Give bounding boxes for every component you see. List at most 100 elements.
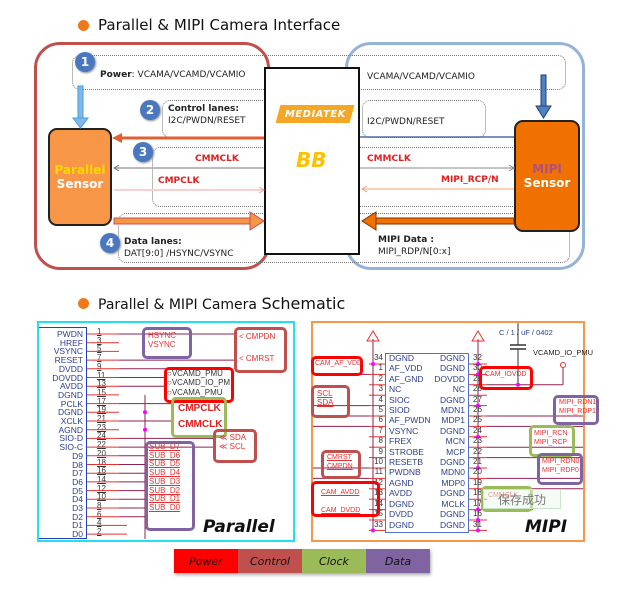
parallel-pin-name: D1 [72,520,83,531]
mipi-pin-number: 21 [473,457,482,467]
mipi-pin-name: MDN1 [440,405,465,416]
ground-symbol [366,330,380,342]
parallel-pin-number: 15 [97,387,106,397]
mipi-pin-name: RESETB [389,457,424,468]
step-3-badge: 3 [133,142,153,162]
mipi-pin-number: 8 [378,436,383,446]
mipi-pin-number: 3 [378,384,383,394]
parallel-pin-name: D8 [72,459,83,470]
parallel-pin-name: AVDD [60,381,83,392]
mipi-pin-number: 22 [473,446,482,456]
mipi-pin-name: MCP [446,446,465,457]
mipi-pin-number: 23 [473,436,482,446]
net-vsync: VSYNC [148,340,176,349]
mipi-pin-name: MDP0 [441,477,465,488]
junction-dot [476,466,480,470]
parallel-pin-number: 10 [97,492,106,502]
net-data-item: SUB_D4 [149,468,181,478]
net-data-item: SUB_D3 [149,476,181,486]
parallel-pin-number: 17 [97,396,106,406]
mipi-pin-name: MDP1 [441,415,465,426]
mipi-pin-name: AGND [389,477,414,488]
junction-dot [476,507,480,512]
step-2-badge: 2 [140,100,160,120]
parallel-pin-name: D0 [72,529,83,540]
net-i2c: ≪ SDA ≪ SCL [219,433,247,452]
power-port-icon [560,362,566,368]
mipi-pin-name: DGND [439,509,465,520]
mipi-pin-number: 27 [473,394,482,404]
parallel-pin-name: DGND [57,407,83,418]
schematic-heading: Parallel & MIPI Camera Schematic [78,294,345,313]
parallel-connector-body [39,327,87,539]
vcamd-io-pmu-label: VCAMD_IO_PMU [533,348,594,357]
parallel-pin-number: 8 [97,501,102,511]
parallel-pin-name: RESET [54,355,83,366]
parallel-pin-name: D6 [72,476,83,487]
parallel-pin-number: 1 [97,327,102,336]
mipi-pin-name: DVDD [389,509,414,520]
mipi-pin-name: DGND [439,519,465,530]
step-1-badge: 1 [75,52,95,72]
mipi-pin-name: NC [452,384,465,395]
junction-dot [476,403,480,408]
parallel-pin-number: 2 [97,527,102,537]
baseband-block [264,67,360,255]
net-cmpdn: < CMPDN [239,332,276,341]
mipi-pin-number: 5 [378,405,383,415]
mipi-pin-number: 24 [473,425,482,435]
net-mipi-control: CMRST CMPDN [327,454,353,471]
mipi-data1-group [553,395,599,425]
parallel-pin-number: 4 [97,518,102,528]
mipi-control-group [321,450,361,479]
legend-control: Control [238,549,302,573]
parallel-pin-name: DOVDD [52,372,83,383]
net-cmrst: < CMRST [239,354,275,363]
capacitor-label: C / 1 / uF / 0402 [499,328,553,337]
net-data-item: SUB_D2 [149,485,181,495]
net-data-item: SUB_D5 [149,459,181,469]
net-mipi-data0: MIPI_RDN0 MIPI_RDP0 [542,458,580,475]
parallel-pin-number: 18 [97,457,106,467]
parallel-pin-name: PCLK [60,398,83,409]
mipi-power-group [311,481,380,517]
mipi-pin-name: STROBE [389,446,424,457]
parallel-pin-number: 24 [97,431,106,441]
cam-iovdd-group [479,366,533,390]
parallel-pin-number: 3 [97,335,102,345]
legend-data: Data [366,549,430,573]
mipi-pin-number: 30 [473,363,482,373]
mipi-pin-name: DGND [389,519,415,530]
parallel-pin-number: 22 [97,440,106,450]
parallel-pin-name: XCLK [60,416,83,427]
mipi-pin-number: 25 [473,415,482,425]
parallel-pin-name: D9 [72,450,83,461]
mipi-pin-name: SIOC [389,394,410,405]
net-power-list: ○VCAMD_PMU ○VCAMD_IO_PM ○VCAMA_PMU [167,369,231,397]
cam-af-vdd-group [311,356,363,376]
save-success-toast: 保存成功 [483,489,561,509]
mipi-pin-number: 9 [378,446,383,456]
mipi-pin-name: MDN0 [440,467,465,478]
mipi-pin-number: 18 [473,488,482,498]
mipi-pin-name: DGND [389,498,415,509]
parallel-pin-number: 23 [97,422,106,432]
cmmclk-left-label: CMMCLK [195,154,239,164]
bb-label: BB [296,148,327,172]
mipi-control-label: I2C/PWDN/RESET [367,117,445,127]
hsync-vsync-group [142,327,192,359]
parallel-wires [87,333,234,539]
net-mipi-power: CAM_AVDD CAM_DVDD [321,489,361,514]
mipi-data-label: MIPI Data :MIPI_RDP/N[0:x] [378,235,451,257]
mipi-pin-name: MCLK [441,498,465,509]
mipi-pin-name: DGND [439,488,465,499]
mipi-pin-name: DOVDD [434,373,465,384]
parallel-title: Parallel [203,517,275,537]
